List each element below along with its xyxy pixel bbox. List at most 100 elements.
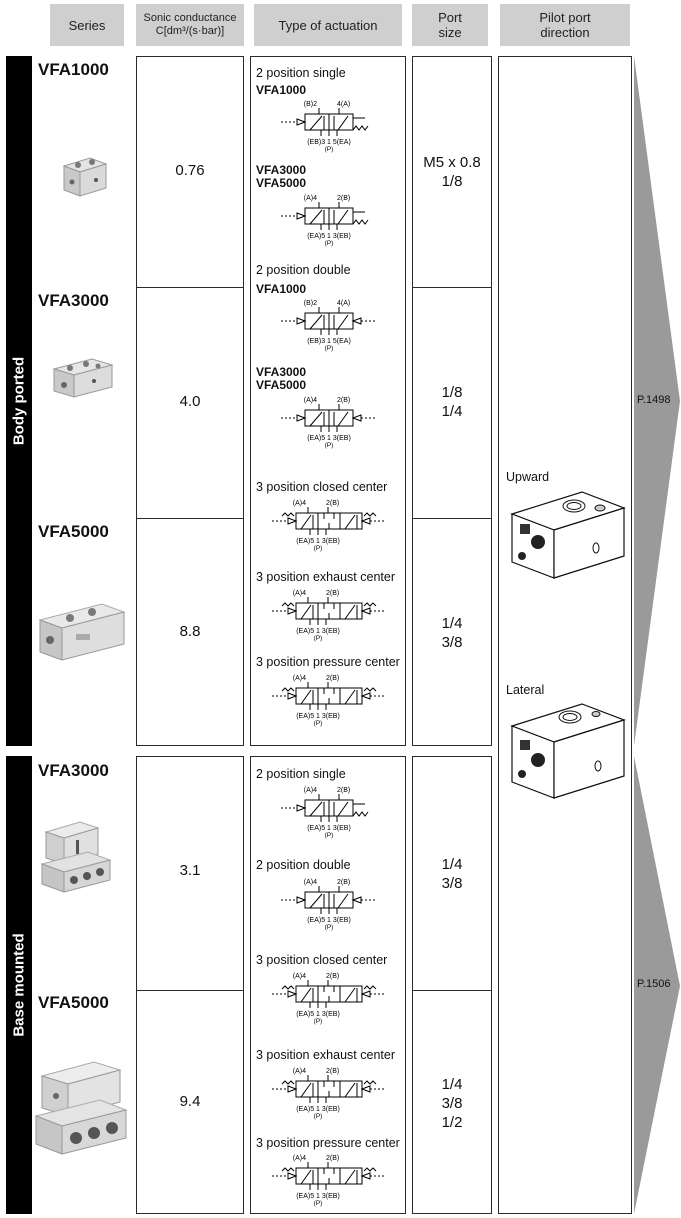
series-name: VFA1000 — [38, 60, 109, 79]
port-size: 1/4 3/8 — [412, 614, 492, 652]
actuation-caption: 3 position closed center — [256, 480, 388, 494]
actuation-caption: 3 position closed center — [256, 953, 388, 967]
port-size-value: 1/8 — [441, 384, 463, 401]
svg-text:(P): (P) — [325, 832, 334, 839]
svg-text:(A)4: (A)4 — [293, 675, 306, 682]
svg-text:(A)4: (A)4 — [293, 1068, 306, 1075]
actuation-caption: 3 position exhaust center — [256, 1048, 395, 1062]
valve-product-image — [40, 821, 112, 893]
actuation-model: VFA5000 — [256, 378, 307, 392]
port-cell — [412, 756, 492, 991]
actuation-model: VFA3000 — [256, 365, 307, 379]
svg-text:(A)4: (A)4 — [293, 590, 306, 597]
svg-text:(A)4: (A)4 — [293, 973, 306, 980]
svg-text:(P): (P) — [325, 442, 334, 449]
actuation-model: VFA5000 — [256, 176, 307, 190]
svg-text:2(B): 2(B) — [337, 397, 350, 404]
svg-text:(P): (P) — [314, 545, 323, 552]
group-body-ported: Body ported — [6, 56, 32, 746]
svg-text:2(B): 2(B) — [326, 590, 339, 597]
svg-text:(EB)3 1 5(EA): (EB)3 1 5(EA) — [307, 338, 351, 345]
conductance-cell — [136, 56, 244, 288]
conductance-cell — [136, 990, 244, 1214]
svg-text:(EB)3 1 5(EA): (EB)3 1 5(EA) — [307, 139, 351, 146]
port-size: 1/8 1/4 — [412, 383, 492, 421]
svg-text:(P): (P) — [314, 635, 323, 642]
pilot-upward-label: Upward — [506, 470, 550, 484]
port-size-value: 1/4 — [441, 403, 463, 420]
valve-symbol: (A)4 2(B) (EA)5 1 3(EB)(P) — [262, 585, 396, 651]
svg-text:4(A): 4(A) — [337, 101, 350, 108]
series-name: VFA5000 — [38, 522, 109, 541]
valve-product-image — [34, 1061, 128, 1155]
conductance-cell — [136, 287, 244, 519]
actuation-caption: 3 position exhaust center — [256, 570, 395, 584]
svg-text:(P): (P) — [314, 1018, 323, 1025]
actuation-caption: 3 position pressure center — [256, 655, 400, 669]
svg-text:(A)4: (A)4 — [293, 1155, 306, 1162]
svg-text:(P): (P) — [325, 240, 334, 247]
svg-text:2(B): 2(B) — [326, 500, 339, 507]
pilot-direction-cell — [498, 56, 632, 1214]
port-size: 1/4 3/8 1/2 — [412, 1075, 492, 1132]
actuation-caption: 2 position single — [256, 66, 346, 80]
actuation-cell-body — [250, 56, 406, 746]
valve-product-image — [62, 157, 108, 197]
conductance-value: 9.4 — [179, 1093, 201, 1110]
svg-text:2(B): 2(B) — [326, 675, 339, 682]
svg-text:(EA)5 1 3(EB): (EA)5 1 3(EB) — [296, 1011, 340, 1018]
pilot-lateral-label: Lateral — [506, 683, 545, 697]
port-cell — [412, 287, 492, 519]
svg-text:(EA)5 1 3(EB): (EA)5 1 3(EB) — [296, 1193, 340, 1200]
header-series-label: Series — [68, 17, 106, 33]
header-pilot-line1: Pilot port — [539, 10, 591, 25]
header-pilot: Pilot port direction — [500, 4, 630, 46]
svg-text:2(B): 2(B) — [337, 195, 350, 202]
svg-text:(A)4: (A)4 — [304, 787, 317, 794]
actuation-model: VFA1000 — [256, 282, 307, 296]
header-actuation-label: Type of actuation — [278, 17, 378, 33]
port-cell — [412, 518, 492, 746]
page-reference-arrows — [634, 56, 680, 1214]
actuation-model: VFA1000 — [256, 83, 307, 97]
svg-text:(B)2: (B)2 — [304, 101, 317, 108]
port-size-value: 1/8 — [441, 173, 463, 190]
svg-text:(EA)5 1 3(EB): (EA)5 1 3(EB) — [307, 917, 351, 924]
svg-text:(EA)5 1 3(EB): (EA)5 1 3(EB) — [307, 233, 351, 240]
svg-text:(EA)5 1 3(EB): (EA)5 1 3(EB) — [307, 825, 351, 832]
actuation-caption: 2 position double — [256, 858, 351, 872]
svg-text:(P): (P) — [314, 1113, 323, 1120]
valve-symbol-drawing: (A)4 2(B) (EA)5 1 3(EB)(P) — [272, 590, 384, 642]
port-size-value: 1/2 — [441, 1114, 463, 1131]
header-actuation: Type of actuation — [254, 4, 402, 46]
svg-text:(EA)5 1 3(EB): (EA)5 1 3(EB) — [296, 628, 340, 635]
header-conductance-line1: Sonic conductance — [143, 12, 237, 24]
svg-text:(P): (P) — [325, 924, 334, 931]
svg-text:(B)2: (B)2 — [304, 300, 317, 307]
svg-text:(A)4: (A)4 — [293, 500, 306, 507]
port-size-value: 3/8 — [441, 634, 463, 651]
port-cell — [412, 56, 492, 288]
series-name: VFA3000 — [38, 291, 109, 310]
port-size-value: 1/4 — [441, 856, 463, 873]
header-port-line1: Port — [438, 10, 462, 25]
svg-text:2(B): 2(B) — [326, 1068, 339, 1075]
svg-text:(P): (P) — [314, 1200, 323, 1207]
port-size: 1/4 3/8 — [412, 855, 492, 893]
header-port-line2: size — [438, 25, 462, 40]
page-reference-base: P.1506 — [637, 978, 671, 990]
